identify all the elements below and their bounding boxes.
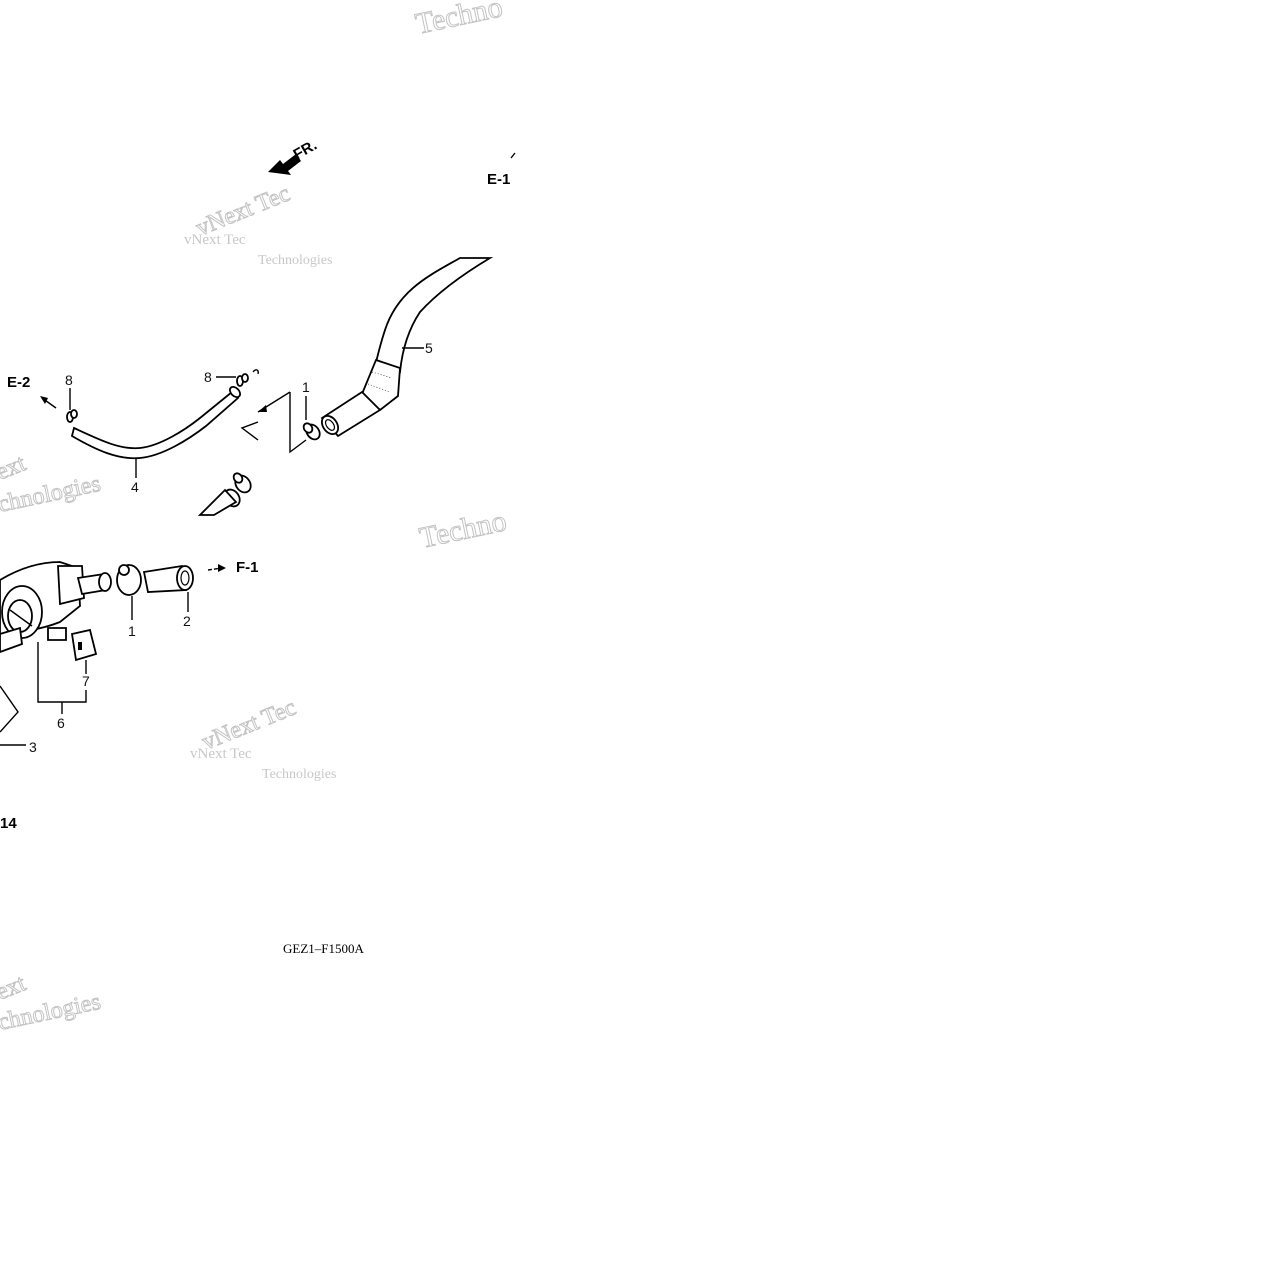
callout-2: 2: [183, 613, 191, 629]
watermark-vnext-2: vNext Tec: [190, 746, 252, 762]
watermark-layer: Techno vNext Tec vNext Tec Technologies …: [0, 0, 510, 1036]
front-direction-arrow: FR.: [268, 137, 320, 175]
watermark-technologies-1: Technologies: [258, 253, 332, 268]
callout-3: 3: [29, 739, 37, 755]
ref-f1: F-1: [207, 559, 259, 576]
ref-e2-label: E-2: [7, 374, 30, 391]
ref-f1-label: F-1: [236, 559, 259, 576]
watermark-technologies-2: Technologies: [262, 767, 336, 782]
watermark-ext-2: ext: [0, 970, 30, 1005]
callout-1-lower: 1: [128, 623, 136, 639]
watermark-vnext-1: vNext Tec: [184, 232, 246, 248]
watermark-techno-mid: Techno: [417, 504, 510, 555]
callout-8-left: 8: [65, 372, 73, 388]
watermark-ext-1: ext: [0, 450, 30, 485]
ref-e1-label: E-1: [487, 171, 510, 188]
hose-5: [320, 257, 494, 438]
clamp-8-left: [66, 409, 78, 423]
callout-6: 6: [57, 715, 65, 731]
clamp-1-upper: [302, 422, 321, 441]
ref-14-label: 14: [0, 815, 17, 832]
hose-4: [70, 386, 241, 460]
drawing-code: GEZ1–F1500A: [283, 941, 365, 956]
clamp-8-right: [236, 373, 249, 387]
clamp-1-lower: [116, 564, 142, 596]
ref-e2: E-2: [7, 374, 57, 409]
callout-1-upper: 1: [302, 379, 310, 395]
pipe-2: [142, 564, 194, 593]
grommet-7: [70, 628, 98, 662]
watermark-techno-top: Techno: [413, 0, 506, 41]
air-valve-assembly: [0, 561, 112, 653]
clamp-pair-middle: [197, 472, 252, 516]
callout-8-right: 8: [204, 369, 212, 385]
callout-4: 4: [131, 479, 139, 495]
callout-7: 7: [82, 673, 90, 689]
callout-5: 5: [425, 340, 433, 356]
ref-e1: E-1: [487, 152, 516, 188]
